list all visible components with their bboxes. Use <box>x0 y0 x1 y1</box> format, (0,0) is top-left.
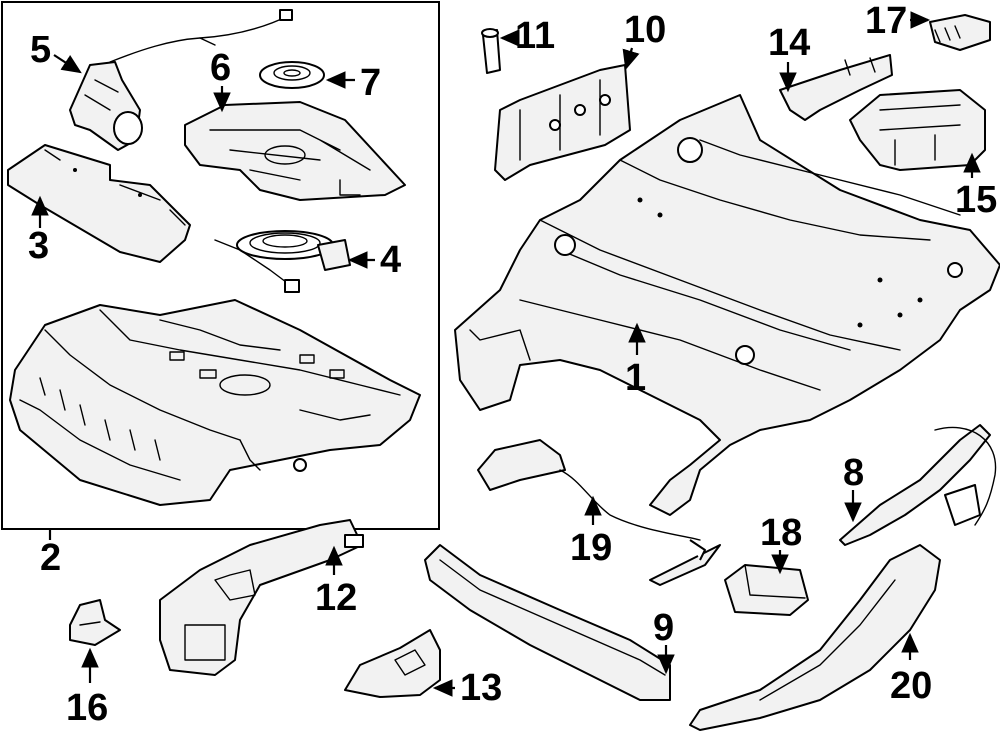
part-17-connector[interactable] <box>929 14 991 51</box>
callout-9: 9 <box>653 607 675 675</box>
svg-text:10: 10 <box>624 9 666 51</box>
callout-19: 19 <box>570 495 612 569</box>
svg-text:15: 15 <box>955 179 997 221</box>
callout-17: 17 <box>865 0 931 42</box>
part-12-side-trim[interactable] <box>159 519 364 676</box>
svg-text:16: 16 <box>66 687 108 729</box>
part-19-release-cable[interactable] <box>477 439 721 586</box>
part-9-front-trim[interactable] <box>424 544 671 701</box>
part-5-heater-harness[interactable] <box>69 9 293 151</box>
svg-text:6: 6 <box>210 47 231 89</box>
svg-text:20: 20 <box>890 665 932 707</box>
svg-text:9: 9 <box>653 607 674 649</box>
callout-18: 18 <box>760 512 802 575</box>
callout-6: 6 <box>210 47 231 113</box>
callout-3: 3 <box>28 195 49 267</box>
callout-14: 14 <box>768 22 810 93</box>
part-16-clip[interactable] <box>69 599 121 646</box>
part-15-switch-housing[interactable] <box>849 89 986 171</box>
part-4-wiring-coil[interactable] <box>214 230 351 293</box>
callout-2: 2 <box>40 530 61 579</box>
part-1-seat-track-frame[interactable] <box>454 94 1000 516</box>
svg-text:4: 4 <box>380 239 401 281</box>
callout-11: 11 <box>499 15 555 57</box>
part-6-cushion-plate[interactable] <box>184 101 406 201</box>
callout-12: 12 <box>315 545 357 619</box>
svg-text:13: 13 <box>460 667 502 709</box>
svg-text:5: 5 <box>30 29 51 71</box>
svg-text:1: 1 <box>625 357 646 399</box>
callout-13: 13 <box>432 667 502 709</box>
callout-10: 10 <box>622 9 666 71</box>
callout-4: 4 <box>347 239 401 281</box>
svg-text:11: 11 <box>515 15 555 57</box>
svg-text:14: 14 <box>768 22 810 64</box>
callout-5: 5 <box>30 29 82 74</box>
callout-7: 7 <box>325 62 381 104</box>
part-14-bracket[interactable] <box>779 54 893 121</box>
part-7-round-pad[interactable] <box>259 61 325 89</box>
svg-text:2: 2 <box>40 537 61 579</box>
callout-20: 20 <box>890 632 932 707</box>
callout-15: 15 <box>955 152 997 221</box>
svg-text:8: 8 <box>843 452 864 494</box>
svg-text:18: 18 <box>760 512 802 554</box>
part-18-module[interactable] <box>724 564 809 616</box>
part-20-side-shield[interactable] <box>689 544 941 731</box>
svg-text:7: 7 <box>360 62 381 104</box>
part-11-cylinder[interactable] <box>481 28 501 74</box>
svg-text:17: 17 <box>865 0 907 42</box>
callout-1: 1 <box>625 322 646 399</box>
part-10-control-module[interactable] <box>494 64 631 181</box>
part-2-seat-cushion-frame[interactable] <box>9 299 421 506</box>
callout-8: 8 <box>843 452 864 523</box>
cushion-assembly-box <box>1 1 440 530</box>
svg-text:3: 3 <box>28 225 49 267</box>
callout-16: 16 <box>66 647 108 729</box>
svg-text:12: 12 <box>315 577 357 619</box>
part-13-mount[interactable] <box>344 629 441 698</box>
part-8-recliner-cover[interactable] <box>839 424 997 546</box>
svg-text:19: 19 <box>570 527 612 569</box>
